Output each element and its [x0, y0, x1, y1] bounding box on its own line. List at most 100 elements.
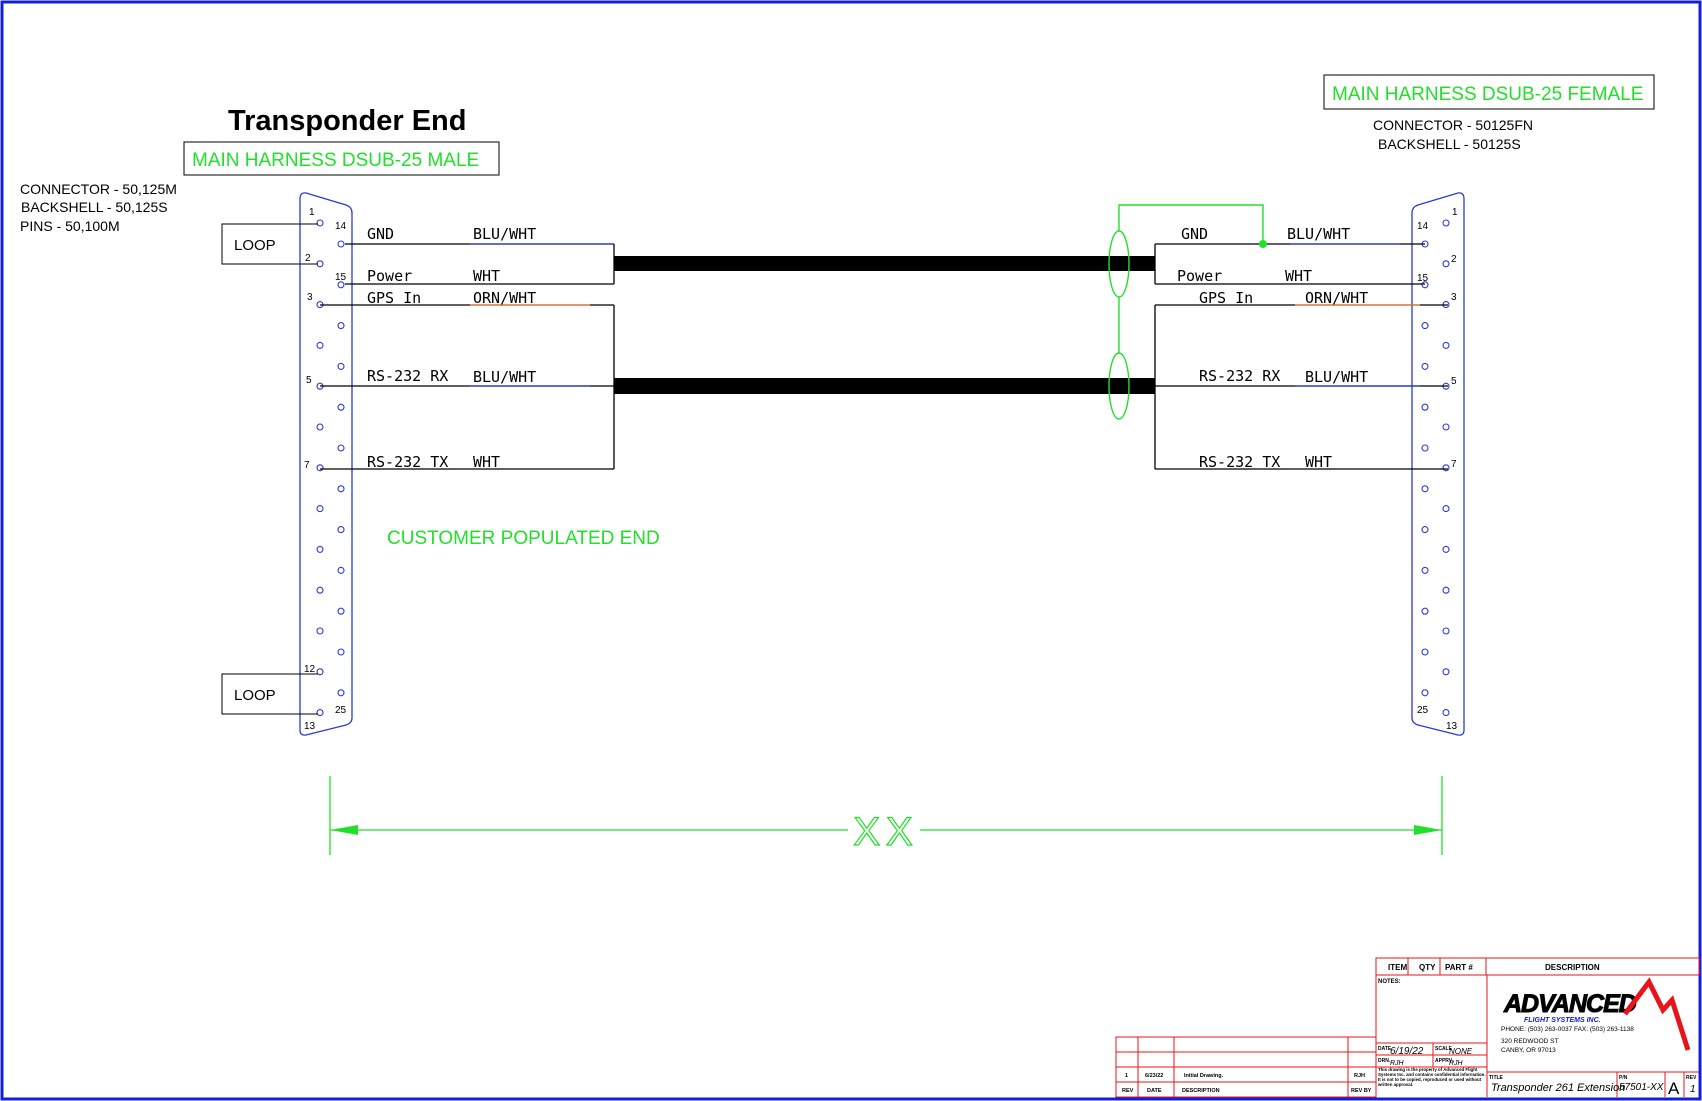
right-gps-signal: GPS In: [1199, 289, 1253, 307]
shield-drain-wire: [1118, 204, 1264, 244]
tb-title-label: TITLE: [1489, 1075, 1504, 1081]
right-tx-signal: RS-232 TX: [1199, 453, 1280, 471]
company-sub: FLIGHT SYSTEMS INC.: [1524, 1017, 1601, 1024]
loop-top-label: LOOP: [234, 237, 276, 254]
right-rx-signal: RS-232 RX: [1199, 367, 1280, 385]
left-pin-hole-outer: [316, 709, 324, 717]
left-rx-signal: RS-232 RX: [367, 367, 448, 385]
right-pin-14: 14: [1417, 221, 1429, 232]
left-gnd-color: BLU/WHT: [473, 225, 536, 243]
loop-top: [221, 223, 318, 265]
left-pin-13: 13: [304, 721, 316, 732]
left-pin-7: 7: [304, 460, 310, 471]
right-pin-holes: [1421, 219, 1450, 717]
rev-header-date: DATE: [1147, 1088, 1162, 1094]
left-pin-2: 2: [305, 253, 311, 264]
left-pin-hole-outer: [316, 505, 324, 513]
tb-part-header: PART #: [1445, 963, 1473, 972]
right-pin-hole-outer: [1442, 464, 1450, 472]
left-pin-hole-inner: [337, 281, 345, 289]
left-pin-hole-inner: [337, 648, 345, 656]
right-pin-hole-inner: [1421, 322, 1429, 330]
left-tx-color: WHT: [473, 453, 500, 471]
right-pin-hole-inner: [1421, 607, 1429, 615]
left-pin-hole-outer: [316, 668, 324, 676]
right-pin-hole-outer: [1442, 668, 1450, 676]
right-power-signal: Power: [1177, 267, 1222, 285]
company-logo-swoosh-icon: [1623, 977, 1691, 1051]
right-pin-hole-inner: [1421, 403, 1429, 411]
dimension-arrow-right: [1414, 825, 1442, 835]
right-pin-7: 7: [1451, 459, 1457, 470]
right-pin-25: 25: [1417, 705, 1429, 716]
left-power-signal: Power: [367, 267, 412, 285]
left-rx-color: BLU/WHT: [473, 368, 536, 386]
cable-2: [614, 378, 1155, 394]
company-address-2: CANBY, OR 97013: [1501, 1047, 1556, 1054]
left-pin-25: 25: [335, 705, 347, 716]
left-pin-3: 3: [307, 292, 313, 303]
left-spec-connector: CONNECTOR - 50,125M: [20, 181, 177, 197]
tb-date-label: DATE: [1378, 1046, 1392, 1052]
left-pin-holes: [316, 219, 345, 717]
page-title: Transponder End: [228, 105, 466, 137]
right-pin-hole-outer: [1442, 341, 1450, 349]
right-pin-hole-outer: [1442, 219, 1450, 227]
loop-bottom: [221, 673, 318, 715]
right-dsub-body: [1411, 192, 1465, 736]
company-logo: ADVANCED FLIGHT SYSTEMS INC.: [1503, 977, 1691, 1051]
right-pin-hole-inner: [1421, 485, 1429, 493]
dimension-label: XX: [853, 810, 918, 854]
rev-header-description: DESCRIPTION: [1182, 1088, 1220, 1094]
right-pin-hole-inner: [1421, 566, 1429, 574]
right-pin-1: 1: [1452, 207, 1458, 218]
left-pin-1: 1: [309, 207, 315, 218]
loop-bottom-label: LOOP: [234, 687, 276, 704]
tb-drawing-title: Transponder 261 Extension: [1491, 1082, 1625, 1094]
left-power-color: WHT: [473, 267, 500, 285]
tb-property-note: This drawing is the property of Advanced…: [1378, 1067, 1486, 1087]
left-pin-hole-inner: [337, 566, 345, 574]
right-pin-hole-outer: [1442, 545, 1450, 553]
tb-drn: RJH: [1390, 1060, 1405, 1067]
left-pin-hole-inner: [337, 607, 345, 615]
company-name: ADVANCED: [1503, 990, 1637, 1018]
rev-header-rev: REV: [1122, 1088, 1134, 1094]
left-gnd-signal: GND: [367, 225, 394, 243]
company-address-1: 320 REDWOOD ST: [1501, 1038, 1558, 1045]
right-harness-label-box: [1323, 74, 1655, 110]
title-block: [1115, 957, 1700, 1098]
right-tx-color: WHT: [1305, 453, 1332, 471]
tb-apprv-label: APPRV.: [1435, 1058, 1454, 1064]
cable-1: [614, 256, 1155, 271]
left-pin-hole-outer: [316, 219, 324, 227]
left-pin-hole-outer: [316, 464, 324, 472]
tb-item-header: ITEM: [1388, 963, 1407, 972]
right-pin-hole-inner: [1421, 648, 1429, 656]
drain-junction-dot: [1259, 240, 1267, 248]
right-harness-label: MAIN HARNESS DSUB-25 FEMALE: [1332, 84, 1643, 105]
right-pin-hole-inner: [1421, 444, 1429, 452]
left-pin-14: 14: [335, 221, 347, 232]
company-phone: PHONE: (503) 263-0037 FAX: (503) 263-113…: [1501, 1026, 1634, 1033]
left-pin-hole-inner: [337, 240, 345, 248]
left-pin-15: 15: [335, 272, 347, 283]
right-pin-15: 15: [1417, 273, 1429, 284]
dimension-line: [329, 776, 1443, 855]
left-pin-5: 5: [306, 375, 312, 386]
tb-date: 6/19/22: [1390, 1046, 1424, 1057]
rev-header-by: REV BY: [1351, 1088, 1372, 1094]
left-spec-backshell: BACKSHELL - 50,125S: [21, 199, 168, 215]
right-pin-hole-outer: [1442, 260, 1450, 268]
right-pin-13: 13: [1446, 721, 1458, 732]
rev-row-description: Initial Drawing.: [1184, 1073, 1224, 1079]
customer-populated-note: CUSTOMER POPULATED END: [387, 528, 660, 549]
left-pin-hole-outer: [316, 627, 324, 635]
left-pin-hole-outer: [316, 545, 324, 553]
left-pin-hole-inner: [337, 322, 345, 330]
tb-size: A: [1668, 1079, 1680, 1098]
tb-pn-label: P/N: [1619, 1075, 1628, 1081]
left-spec-pins: PINS - 50,100M: [20, 218, 120, 234]
